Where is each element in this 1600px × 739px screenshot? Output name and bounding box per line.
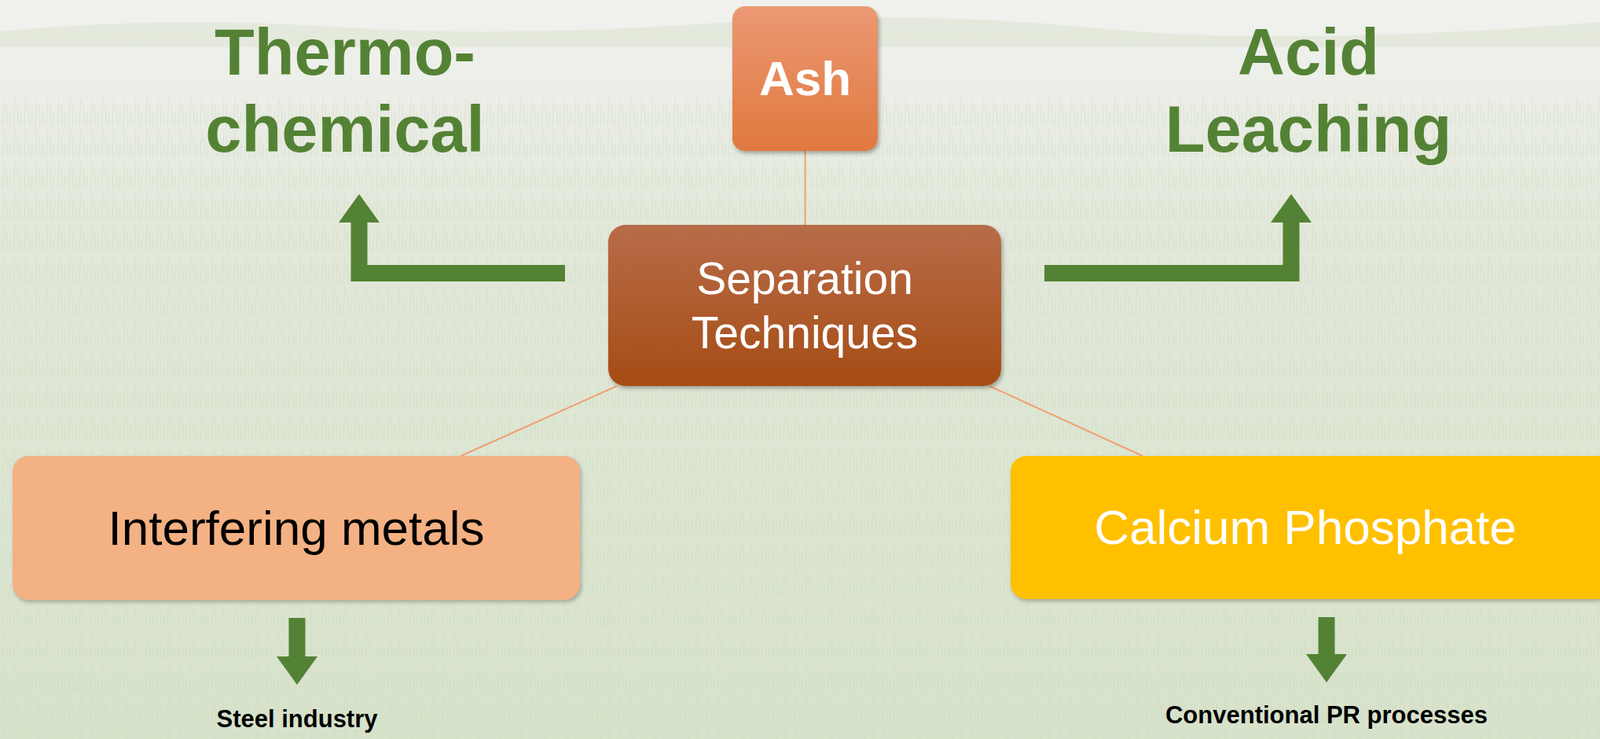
- node-label: Calcium Phosphate: [1093, 499, 1517, 555]
- use-label: Conventional PR processes: [1106, 701, 1547, 729]
- node-label: Conventional PR processes: [1165, 701, 1488, 729]
- node-label: Interfering metals: [108, 499, 485, 556]
- node-label: Thermo- chemical: [160, 14, 530, 169]
- block-arrow: [1044, 221, 1292, 274]
- method-heading: Acid Leaching: [1123, 14, 1494, 169]
- node-label: Ash: [759, 50, 852, 107]
- process-box: Separation Techniques: [608, 224, 1002, 386]
- block-arrow: [1318, 616, 1336, 655]
- product-box: Calcium Phosphate: [1010, 455, 1600, 599]
- connector-line: [460, 385, 617, 456]
- node-label: Separation Techniques: [623, 251, 986, 360]
- connector-line: [804, 150, 807, 225]
- block-arrow: [289, 617, 306, 657]
- product-box: Interfering metals: [12, 455, 580, 600]
- source-box: Ash: [732, 6, 878, 151]
- block-arrow: [359, 221, 566, 274]
- node-label: Steel industry: [216, 705, 378, 733]
- method-heading: Thermo- chemical: [160, 14, 530, 169]
- use-label: Steel industry: [132, 705, 463, 733]
- connector-line: [989, 385, 1143, 456]
- node-label: Acid Leaching: [1123, 14, 1494, 169]
- grass-texture: [0, 94, 1600, 739]
